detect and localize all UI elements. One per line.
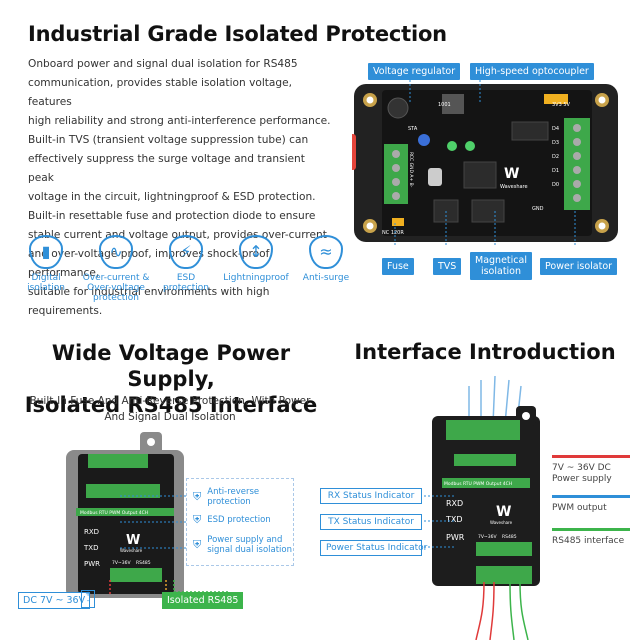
label-power-isolator: Power isolator (540, 258, 618, 275)
device-right-bottom-wires (475, 582, 529, 640)
over-current-icon: ∿ (99, 235, 134, 269)
board-left-pins: RCC GND A+ B- (408, 152, 414, 188)
board-sta: STA (408, 126, 418, 132)
board-pin-d4: D4 (552, 126, 559, 132)
board-pin-d1: D1 (552, 168, 559, 174)
device-right-volt: 7V~36V (478, 534, 497, 540)
device-left-txd: TXD (83, 544, 98, 552)
feature-label: Anti-surge (302, 273, 350, 283)
feature-anti-surge: ≈ Anti-surge (296, 235, 356, 305)
device-right-name: Modbus RTU PWM Output 4CH (444, 481, 512, 487)
shield-icon: ⛨ (193, 513, 202, 526)
device-left-brand: Waveshare (120, 548, 143, 553)
protection-label: Power supply and signal dual isolation (207, 535, 292, 555)
svg-text:W: W (496, 504, 511, 520)
board-brand: Waveshare (500, 184, 528, 190)
legend-swatch-pwm (552, 495, 630, 498)
protection-leaders (120, 495, 186, 549)
rx-indicator-callout: RX Status Indicator (320, 488, 422, 504)
label-optocoupler: High-speed optocoupler (470, 63, 594, 80)
board-pin-d0: D0 (552, 182, 559, 188)
device-left-rxd: RXD (84, 528, 99, 536)
device-left-volt: 7V~36V (112, 560, 131, 566)
lightning-icon: ↕ (238, 235, 273, 269)
device-right-rs485: RS485 (502, 534, 517, 540)
power-supply-subtitle: Built-In Fuse And Anti-Reverse Protectio… (29, 395, 311, 423)
esd-icon: ⚡ (169, 235, 203, 269)
digital-isolation-icon: ▮ (29, 235, 64, 269)
label-voltage-regulator: Voltage regulator (368, 63, 461, 80)
device-right-rxd: RXD (446, 499, 463, 508)
device-left-image: Modbus RTU PWM Output 4CH RXD TXD PWR W … (62, 430, 192, 600)
board-pin-d2: D2 (552, 154, 559, 160)
polarity-icon: +- (81, 590, 95, 608)
board-part: 1001 (438, 102, 451, 108)
device-right-image: Modbus RTU PWM Output 4CH RXD TXD PWR W … (432, 406, 540, 592)
tx-indicator-callout: TX Status Indicator (320, 514, 422, 530)
feature-over-current: ∿ Over-current & Over-voltage protection (82, 235, 150, 305)
feature-label: Over-current & Over-voltage protection (82, 273, 150, 303)
isolated-rs485-label: Isolated RS485 (162, 592, 244, 609)
shield-icon: ⛨ (193, 490, 202, 503)
legend: 7V ~ 36V DC Power supply PWM output RS48… (552, 455, 632, 547)
feature-label: ESD protection (163, 273, 209, 293)
label-fuse: Fuse (382, 258, 414, 275)
board-illustration: W Waveshare 3V3 5V 1001 STA NC 120R GND … (342, 84, 618, 242)
device-right-pwr: PWR (446, 533, 465, 542)
protection-item: ⛨ Power supply and signal dual isolation (193, 535, 292, 555)
feature-digital-isolation: ▮ Digital isolation (16, 235, 76, 305)
board-nc120r: NC 120R (382, 230, 404, 236)
feature-esd: ⚡ ESD protection (156, 235, 216, 305)
board-power-marks: 3V3 5V (552, 102, 571, 108)
legend-swatch-power (552, 455, 630, 458)
legend-label-pwm: PWM output (552, 503, 607, 513)
device-right-txd: TXD (445, 515, 463, 524)
protection-item: ⛨ Anti-reverse protection (193, 487, 293, 507)
protection-description: Onboard power and signal dual isolation … (28, 58, 331, 317)
legend-swatch-rs485 (552, 528, 630, 531)
protection-item: ⛨ ESD protection (193, 513, 271, 527)
label-magnetical-isolation: Magnetical isolation (470, 252, 532, 280)
device-right-brand: Waveshare (490, 520, 513, 525)
device-left-pwr: PWR (84, 560, 100, 568)
feature-label: Digital isolation (27, 273, 66, 293)
section-title-protection: Industrial Grade Isolated Protection (28, 22, 447, 46)
leader-lines (394, 80, 576, 245)
shield-icon: ⛨ (193, 538, 202, 551)
section-title-interface: Interface Introduction (354, 340, 616, 364)
power-indicator-callout: Power Status Indicator (320, 540, 427, 556)
feature-label: Lightningproof (223, 273, 289, 283)
anti-surge-icon: ≈ (308, 235, 343, 269)
dc-voltage-label: DC 7V ~ 36V (18, 592, 91, 609)
svg-text:W: W (126, 533, 140, 548)
svg-text:W: W (504, 166, 519, 182)
protection-label: ESD protection (207, 515, 271, 525)
features-row: ▮ Digital isolation ∿ Over-current & Ove… (16, 235, 356, 305)
device-left-name: Modbus RTU PWM Output 4CH (80, 510, 148, 516)
label-tvs: TVS (433, 258, 462, 275)
protection-label: Anti-reverse protection (207, 487, 260, 507)
device-left-rs485: RS485 (136, 560, 151, 566)
legend-label-power: 7V ~ 36V DC Power supply (552, 463, 612, 484)
feature-lightningproof: ↕ Lightningproof (222, 235, 290, 305)
legend-label-rs485: RS485 interface (552, 536, 625, 546)
board-gnd: GND (532, 206, 544, 212)
section-title-power-supply: Wide Voltage Power Supply, Isolated RS48… (24, 341, 318, 417)
board-image: W Waveshare 3V3 5V 1001 STA NC 120R GND … (342, 82, 620, 244)
callout-leaders (420, 495, 454, 548)
protections-box: ⛨ Anti-reverse protection ⛨ ESD protecti… (186, 478, 294, 566)
board-pin-d3: D3 (552, 140, 559, 146)
